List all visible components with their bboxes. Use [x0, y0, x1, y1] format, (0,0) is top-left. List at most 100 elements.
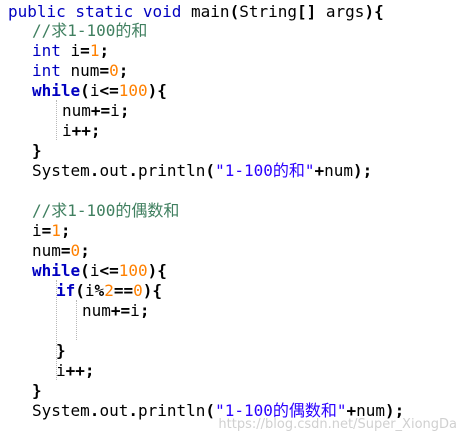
code-token: ){ [142, 281, 162, 300]
code-token: ){ [147, 261, 167, 280]
code-token: . [128, 401, 138, 420]
code-token: ( [229, 2, 240, 21]
code-token: ( [80, 261, 90, 280]
code-token: if [56, 281, 76, 300]
code-line-declare-num: int num=0; [32, 61, 128, 81]
code-token: . [128, 161, 138, 180]
code-token: <= [99, 261, 119, 280]
code-token: 0 [133, 281, 143, 300]
code-token: ++; [65, 361, 95, 380]
code-token: out [99, 401, 129, 420]
code-token: 0 [109, 61, 119, 80]
code-token: String [239, 2, 297, 21]
code-token: } [32, 141, 42, 160]
code-token: 0 [70, 241, 81, 260]
code-token: num [324, 161, 354, 180]
code-token: ; [139, 301, 150, 320]
code-token: i [70, 41, 81, 60]
code-token: main [191, 2, 230, 21]
code-token: ( [80, 81, 90, 100]
code-token: 100 [118, 261, 148, 280]
code-token: ); [353, 161, 373, 180]
code-line-reset-num: num=0; [32, 241, 90, 261]
code-token: i [62, 121, 72, 140]
code-token: ( [75, 281, 85, 300]
code-token: ; [119, 101, 130, 120]
code-token: [] [297, 2, 326, 21]
watermark-url: https://blog.csdn.net/Super_XiongDa [218, 417, 457, 432]
code-token: 1 [51, 221, 61, 240]
code-line-num-add-2: num+=i; [82, 301, 149, 321]
code-token: println [137, 161, 206, 180]
code-token: + [346, 401, 357, 420]
code-token: . [89, 161, 100, 180]
code-token: i [56, 361, 66, 380]
code-token: <= [99, 81, 119, 100]
code-token: ); [385, 401, 405, 420]
code-token: i [130, 301, 140, 320]
code-line-i-increment-1: i++; [62, 121, 101, 141]
code-token: ( [205, 161, 216, 180]
code-token: i [89, 261, 100, 280]
code-token: println [137, 401, 206, 420]
code-token: System [32, 161, 90, 180]
code-token: "1-100的和" [215, 161, 315, 180]
code-line-i-increment-2: i++; [56, 361, 95, 381]
code-line-println-sum: System.out.println("1-100的和"+num); [32, 161, 372, 181]
code-line-close-while-1: } [32, 141, 42, 161]
code-token: . [89, 401, 100, 420]
code-token: ; [80, 241, 90, 260]
code-token: = [80, 41, 90, 60]
code-token: + [314, 161, 325, 180]
code-token: ; [118, 61, 129, 80]
code-token: public static void [8, 2, 192, 21]
code-line-reset-i: i=1; [32, 221, 71, 241]
code-line-println-even-sum: System.out.println("1-100的偶数和"+num); [32, 401, 404, 421]
code-token: } [56, 341, 66, 360]
code-line-if-even: if(i%2==0){ [56, 281, 162, 301]
code-token: 2 [104, 281, 114, 300]
code-line-while-1: while(i<=100){ [32, 81, 167, 101]
code-token: num [32, 241, 61, 260]
code-token: i [32, 221, 42, 240]
code-token: ; [99, 41, 110, 60]
code-token: 1 [89, 41, 100, 60]
code-token: ; [60, 221, 71, 240]
code-token: num [82, 301, 111, 320]
code-token: ( [205, 401, 216, 420]
code-token: ){ [364, 2, 384, 21]
code-token: //求1-100的和 [32, 21, 148, 40]
code-token: i [89, 81, 100, 100]
code-line-declare-i: int i=1; [32, 41, 109, 61]
code-token: args [325, 2, 365, 21]
code-line-close-if: } [56, 341, 66, 361]
code-token: i [110, 101, 120, 120]
code-token: % [94, 281, 105, 300]
code-token: i [84, 281, 95, 300]
code-token: } [32, 381, 42, 400]
code-token: "1-100的偶数和" [215, 401, 347, 420]
code-token: //求1-100的偶数和 [32, 201, 180, 220]
code-line-num-add-1: num+=i; [62, 101, 129, 121]
code-token: num [356, 401, 386, 420]
code-token: num [70, 61, 100, 80]
code-line-method-signature: public static void main(String[] args){ [8, 2, 384, 22]
code-token: int [32, 41, 71, 60]
code-token: while [32, 81, 81, 100]
indent-guide [56, 100, 57, 140]
code-token: System [32, 401, 90, 420]
code-line-comment-sum: //求1-100的和 [32, 21, 147, 41]
code-token: ){ [147, 81, 167, 100]
code-line-close-while-2: } [32, 381, 42, 401]
code-token: = [99, 61, 110, 80]
code-token: == [113, 281, 134, 300]
code-token: out [99, 161, 129, 180]
code-token: = [60, 241, 71, 260]
code-token: num [62, 101, 91, 120]
code-token: = [41, 221, 52, 240]
code-line-while-2: while(i<=100){ [32, 261, 167, 281]
code-line-comment-even-sum: //求1-100的偶数和 [32, 201, 179, 221]
code-token: += [90, 101, 111, 120]
code-token: += [110, 301, 131, 320]
